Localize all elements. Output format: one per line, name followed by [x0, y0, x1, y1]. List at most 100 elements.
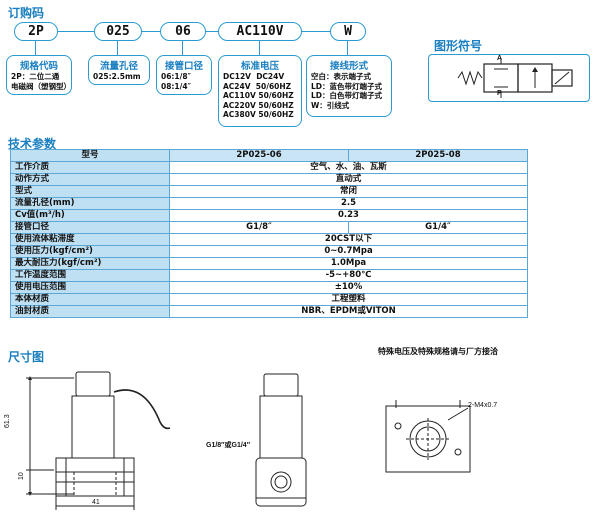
dim-width: 41 — [92, 499, 100, 506]
dim-thread: 2-M4x0.7 — [468, 402, 498, 409]
symbol-title: 图形符号 — [434, 39, 483, 53]
table-row: 动作方式直动式 — [10, 173, 528, 186]
dim-height: 61.3 — [4, 414, 11, 428]
side-view-drawing — [255, 373, 307, 507]
row-value: 2.5 — [169, 197, 528, 210]
connector-line — [347, 41, 348, 55]
connector-line — [117, 41, 118, 55]
valve-symbol-frame — [428, 54, 590, 102]
row-value: 工程塑料 — [169, 293, 528, 306]
box-line: 2P：二位二通 — [11, 72, 60, 81]
table-row: 最大耐压力(kgf/cm²)1.0Mpa — [10, 257, 528, 270]
box-spec-code: 规格代码 2P：二位二通 电磁阀（塑钢型） — [6, 55, 72, 95]
port-p-label: P — [497, 90, 502, 97]
connector-line — [35, 41, 36, 55]
dims-title: 尺寸图 — [8, 350, 45, 364]
table-row: 流量孔径(mm)2.5 — [10, 197, 528, 210]
table-header-row: 型号 2P025-06 2P025-08 — [10, 149, 528, 162]
spec-note: 特殊电压及特殊规格请与厂方接洽 — [378, 347, 498, 356]
box-line: LD：蓝色带灯端子式 — [311, 81, 383, 91]
box-title: 接线形式 — [329, 61, 368, 72]
code-orifice: 025 — [94, 22, 142, 41]
row-label: 本体材质 — [10, 293, 170, 306]
row-value: NBR、EPDM或VITON — [169, 305, 528, 318]
box-title: 规格代码 — [19, 61, 58, 72]
row-value: G1/4″ — [348, 221, 528, 234]
header-model-2: 2P025-08 — [348, 149, 528, 162]
box-line: 08:1/4″ — [161, 81, 191, 91]
spec-table: 型号 2P025-06 2P025-08 工作介质空气、水、油、瓦斯 动作方式直… — [10, 149, 528, 318]
port-a-label: A — [497, 55, 503, 62]
box-title: 流量孔径 — [99, 61, 138, 72]
box-line: AC380V 50/60HZ — [223, 110, 294, 119]
row-value: 0.23 — [169, 209, 528, 222]
table-row: 使用电压范围±10% — [10, 281, 528, 294]
row-value: 常闭 — [169, 185, 528, 198]
code-separator — [142, 31, 160, 32]
row-label: 油封材质 — [10, 305, 170, 318]
table-row: 工作介质空气、水、油、瓦斯 — [10, 161, 528, 174]
row-label: 型式 — [10, 185, 170, 198]
table-row: 本体材质工程塑料 — [10, 293, 528, 306]
row-label: 流量孔径(mm) — [10, 197, 170, 210]
row-label: 动作方式 — [10, 173, 170, 186]
spec-title: 技术参数 — [8, 137, 57, 151]
row-value: ±10% — [169, 281, 528, 294]
dim-port: G1/8″或G1/4″ — [206, 442, 251, 449]
connector-line — [182, 41, 183, 55]
code-voltage: AC110V — [218, 22, 302, 41]
header-model-1: 2P025-06 — [169, 149, 349, 162]
row-label: 使用流体粘滞度 — [10, 233, 170, 246]
box-title: 标准电压 — [240, 61, 279, 72]
row-label: 使用压力(kgf/cm²) — [10, 245, 170, 258]
row-value: 0~0.7Mpa — [169, 245, 528, 258]
row-label: 接管口径 — [10, 221, 170, 234]
table-row: 工作温度范围-5~+80℃ — [10, 269, 528, 282]
row-value: 1.0Mpa — [169, 257, 528, 270]
box-line: LD：白色带灯端子式 — [311, 91, 383, 100]
row-label: 工作温度范围 — [10, 269, 170, 282]
table-row: 使用压力(kgf/cm²)0~0.7Mpa — [10, 245, 528, 258]
box-line: 电磁阀（塑钢型） — [11, 81, 71, 91]
box-line: 空白：表示端子式 — [311, 72, 371, 81]
code-separator — [302, 31, 330, 32]
row-label: 使用电压范围 — [10, 281, 170, 294]
box-line: 06:1/8″ — [161, 72, 191, 81]
row-label: 工作介质 — [10, 161, 170, 174]
header-label: 型号 — [10, 149, 170, 162]
box-line: W：引线式 — [311, 100, 350, 110]
code-series: 2P — [14, 22, 58, 41]
box-title: 接管口径 — [164, 61, 203, 72]
row-value: G1/8″ — [169, 221, 349, 234]
box-port: 接管口径 06:1/8″ 08:1/4″ — [156, 55, 212, 95]
table-row: 型式常闭 — [10, 185, 528, 198]
order-code-title: 订购码 — [8, 6, 45, 20]
row-value: 直动式 — [169, 173, 528, 186]
row-value: -5~+80℃ — [169, 269, 528, 282]
box-line: 025:2.5mm — [93, 72, 141, 81]
table-row: Cv值(m³/h)0.23 — [10, 209, 528, 222]
row-value: 空气、水、油、瓦斯 — [169, 161, 528, 174]
row-label: 最大耐压力(kgf/cm²) — [10, 257, 170, 270]
row-value: 20CST以下 — [169, 233, 528, 246]
code-separator — [58, 31, 94, 32]
dim-base: 10 — [18, 472, 25, 480]
box-line: AC220V 50/60HZ — [223, 100, 294, 110]
code-separator — [206, 31, 218, 32]
box-wiring: 接线形式 空白：表示端子式 LD：蓝色带灯端子式 LD：白色带灯端子式 W：引线… — [306, 55, 392, 117]
valve-symbol-icon — [457, 58, 573, 98]
front-view-drawing — [26, 371, 171, 510]
row-label: Cv值(m³/h) — [10, 209, 170, 222]
box-orifice: 流量孔径 025:2.5mm — [88, 55, 150, 85]
box-line: AC24V 50/60HZ — [223, 81, 292, 91]
bottom-view-drawing — [385, 400, 471, 473]
box-line: AC110V 50/60HZ — [223, 91, 294, 100]
code-wiring: W — [330, 22, 366, 41]
code-port: 06 — [160, 22, 206, 41]
connector-line — [259, 41, 260, 55]
box-line: DC12V DC24V — [223, 72, 285, 81]
box-voltage: 标准电压 DC12V DC24V AC24V 50/60HZ AC110V 50… — [218, 55, 302, 127]
